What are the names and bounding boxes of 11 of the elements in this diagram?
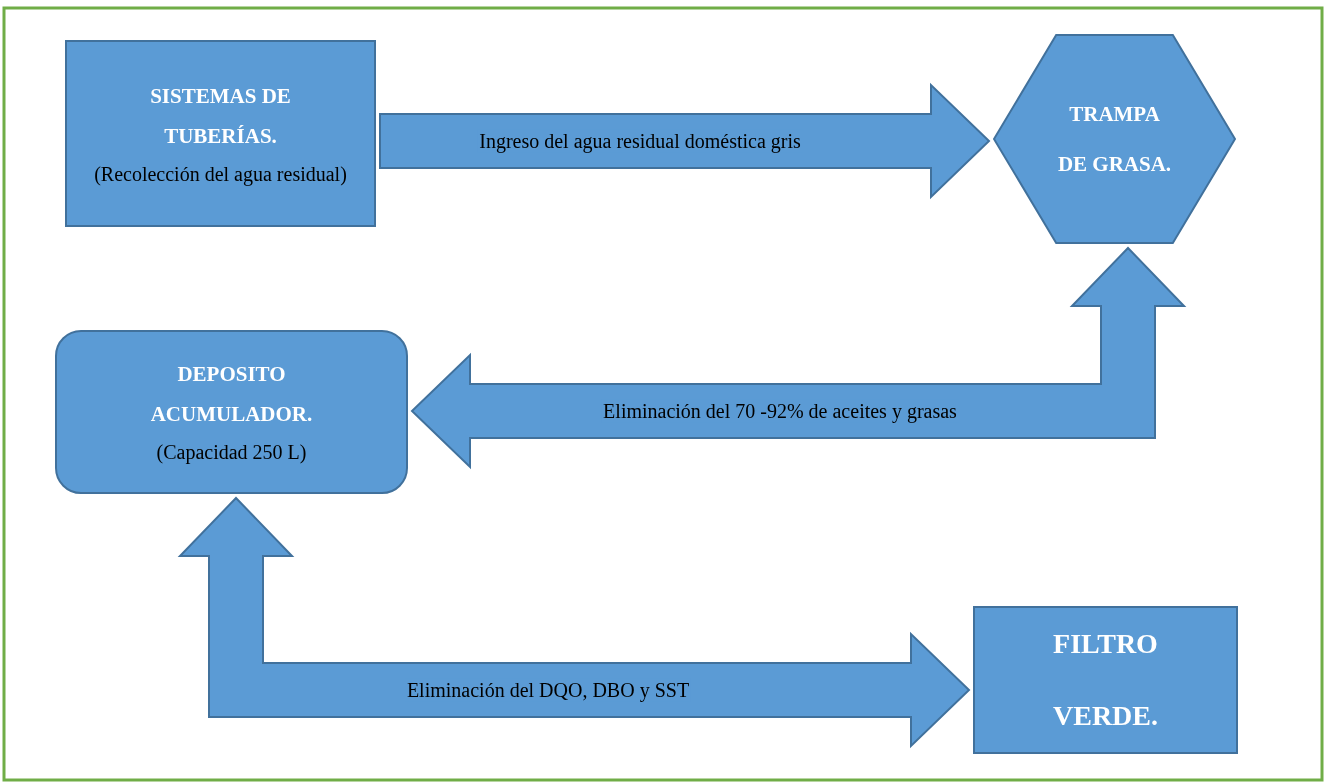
node-title: DEPOSITO ACUMULADOR.: [149, 361, 314, 428]
node-title: FILTRO VERDE.: [1052, 627, 1159, 733]
block-arrow: [177, 496, 971, 749]
node-description: (Capacidad 250 L): [155, 440, 308, 466]
node-title: SISTEMAS DE TUBERÍAS.: [149, 82, 292, 150]
rounded-box: [55, 330, 408, 494]
hexagon-shape: [993, 34, 1236, 244]
process-box: [65, 40, 376, 227]
node-title: TRAMPA DE GRASA.: [1056, 101, 1173, 178]
process-box: [973, 606, 1238, 754]
node-description: (Recolección del agua residual): [93, 161, 348, 188]
